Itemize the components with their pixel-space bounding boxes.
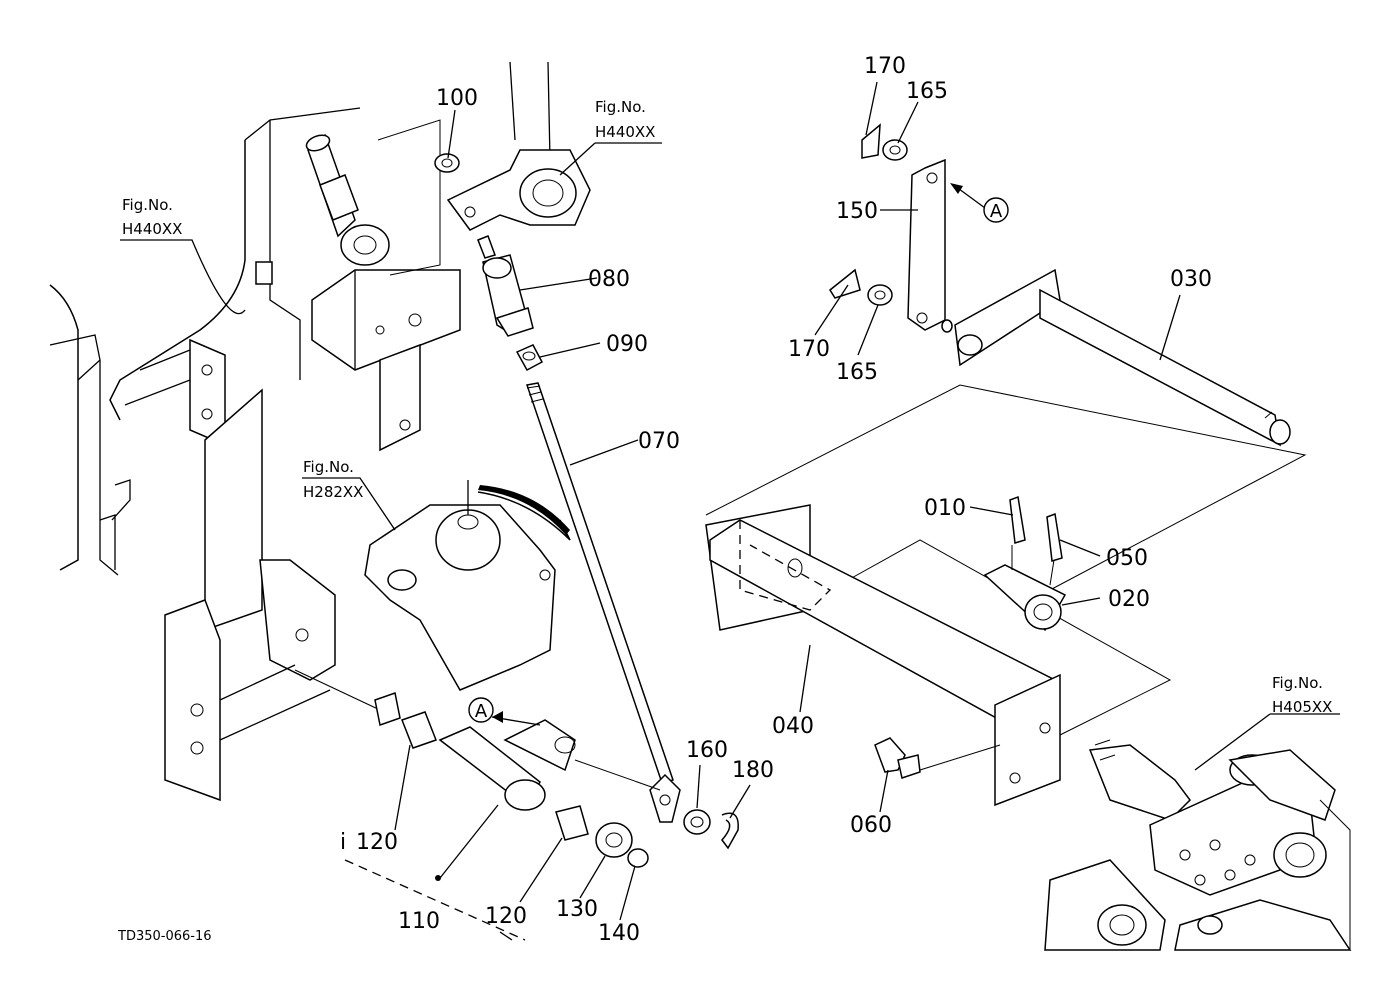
fig-ref-top-center-code: H440XX [595,123,655,141]
part-label-090: 090 [606,332,648,357]
part-label-020: 020 [1108,587,1150,612]
part-label-050: 050 [1106,546,1148,571]
part-label-080: 080 [588,267,630,292]
part-label-170-lower: 170 [788,337,830,362]
fig-ref-bottom-right: Fig.No. H405XX [1272,674,1332,716]
fig-ref-bottom-right-prefix: Fig.No. [1272,674,1323,692]
drawing-code: TD350-066-16 [117,929,212,944]
part-label-030: 030 [1170,267,1212,292]
part-label-110: 110 [398,909,440,934]
part-label-160: 160 [686,738,728,763]
ref-marker-a-upper-label: A [990,201,1003,222]
part-label-070: 070 [638,429,680,454]
part-label-120-lower: 120 [485,904,527,929]
part-label-040: 040 [772,714,814,739]
part-label-120-upper: 120 [356,830,398,855]
right-upper-link [829,123,1291,447]
lower-pivot-assembly [294,669,661,868]
part-label-180: 180 [732,758,774,783]
ref-marker-a-lower-label: A [475,701,488,722]
ref-marker-a-upper: A [983,197,1009,223]
fig-ref-top-center-prefix: Fig.No. [595,98,646,116]
fig-ref-middle: Fig.No. H282XX [303,458,363,501]
upper-linkage [434,61,591,372]
fig-ref-middle-code: H282XX [303,483,363,501]
valve-casting [364,480,571,691]
ref-marker-a-lower: A [468,697,494,723]
left-frame-assembly [49,107,361,802]
fig-ref-bottom-right-code: H405XX [1272,698,1332,716]
part-label-060: 060 [850,813,892,838]
part-label-150: 150 [836,199,878,224]
part-labels: 100 080 090 070 160 180 i 120 120 110 13… [340,54,1212,946]
fig-ref-left-prefix: Fig.No. [122,196,173,214]
fig-ref-top-center: Fig.No. H440XX [595,98,655,141]
part-label-100: 100 [436,86,478,111]
fig-ref-left: Fig.No. H440XX [122,196,182,238]
fig-ref-left-code: H440XX [122,220,182,238]
part-070-rod [526,382,681,823]
fig-ref-middle-prefix: Fig.No. [303,458,354,476]
main-bracket-040 [705,495,1067,807]
part-label-170-upper: 170 [864,54,906,79]
part-label-130: 130 [556,897,598,922]
marker-i: i [340,830,346,855]
part-label-165-upper: 165 [906,79,948,104]
pump-assembly [1044,739,1352,951]
leader-lines [120,81,1340,941]
washer-clip-160-180 [683,809,739,850]
part-label-140: 140 [598,921,640,946]
upper-bracket-assembly [305,119,461,452]
part-label-010: 010 [924,496,966,521]
part-label-165-lower: 165 [836,360,878,385]
